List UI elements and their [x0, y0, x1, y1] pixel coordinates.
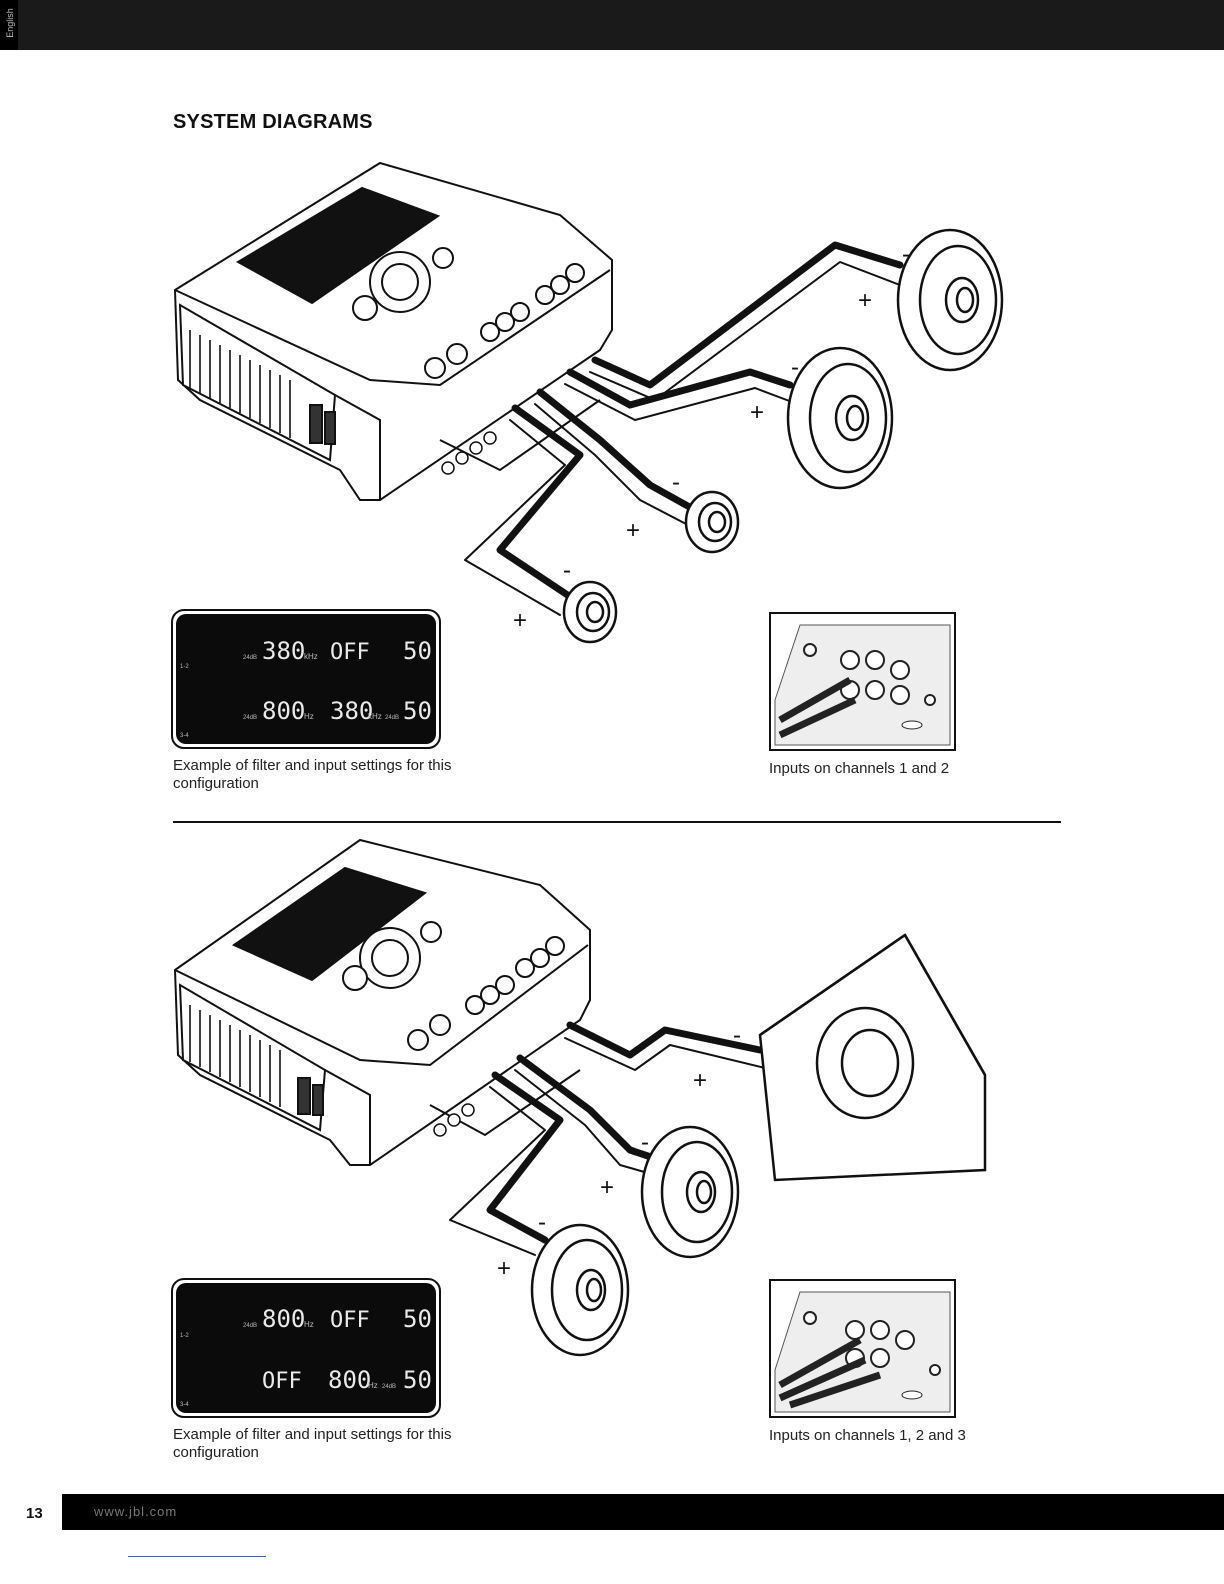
diagram-2-caption-right: Inputs on channels 1, 2 and 3 [769, 1427, 966, 1444]
section-title: SYSTEM DIAGRAMS [173, 111, 373, 133]
polarity-minus: - [672, 469, 680, 496]
diagram-2-illustration: + - + - + - 1-2 3-4 24dB 800 Hz OFF 50 O… [171, 838, 987, 1418]
lcd-value: OFF [330, 640, 370, 665]
lcd-unit: Hz [304, 1320, 314, 1329]
header-bar [0, 0, 1224, 50]
lcd-level: 50 [403, 697, 432, 725]
lcd-slope: 24dB [385, 715, 399, 721]
amplifier-illustration [173, 161, 613, 501]
polarity-plus: + [750, 399, 764, 426]
polarity-plus: + [600, 1174, 614, 1201]
diagram-2-caption-left: Example of filter and input settings for… [173, 1426, 452, 1461]
speaker-tweeter-right [684, 490, 740, 554]
speaker-tweeter-left [562, 580, 618, 644]
polarity-minus: - [733, 1022, 741, 1049]
polarity-plus: + [858, 287, 872, 314]
lcd-value: OFF [330, 1308, 370, 1333]
lcd-slope: 24dB [382, 1384, 396, 1390]
diagram-1-caption-right: Inputs on channels 1 and 2 [769, 760, 950, 777]
lcd-unit: Hz [304, 712, 314, 721]
lcd-level: 50 [403, 637, 432, 665]
polarity-minus: - [563, 557, 571, 584]
polarity-minus: - [791, 354, 799, 381]
lcd-value: 380 [262, 637, 305, 665]
footer-bar: www.jbl.com [62, 1494, 1224, 1530]
polarity-minus: - [641, 1129, 649, 1156]
lcd-slope: 24dB [243, 655, 257, 661]
speaker-woofer-left [786, 346, 894, 490]
speaker-woofer-left [530, 1223, 630, 1357]
website-url[interactable]: www.jbl.com [94, 1504, 178, 1519]
speaker-woofer-right [640, 1125, 740, 1259]
lcd-level: 50 [403, 1305, 432, 1333]
lcd-ch-label: 1-2 [180, 1333, 189, 1339]
lcd-unit: kHz [304, 652, 318, 661]
section-divider [173, 821, 1061, 823]
system-diagram-2: + - + - + - 1-2 3-4 24dB 800 Hz OFF 50 O… [0, 835, 1224, 1435]
lcd-unit: kHz [368, 712, 382, 721]
speaker-woofer-right [896, 228, 1004, 372]
lcd-ch-label: 3-4 [180, 733, 189, 739]
speaker-cables [449, 1021, 766, 1256]
lcd-ch-label: 3-4 [180, 1402, 189, 1408]
language-label: English [5, 8, 15, 38]
inputs-photo [769, 1279, 956, 1418]
system-diagram-1: + - + - + - + - 1-2 3-4 24dB 380 kHz OFF… [0, 150, 1224, 800]
lcd-value: 800 [262, 1305, 305, 1333]
lcd-slope: 24dB [243, 1323, 257, 1329]
amplifier-illustration [173, 838, 591, 1166]
polarity-plus: + [693, 1067, 707, 1094]
lcd-ch-label: 1-2 [180, 664, 189, 670]
lcd-value: 800 [328, 1366, 371, 1394]
polarity-minus: - [902, 241, 910, 268]
link-underline [128, 1556, 266, 1557]
speaker-cables [464, 241, 904, 616]
polarity-plus: + [513, 607, 527, 634]
inputs-photo [769, 612, 956, 751]
lcd-value: 380 [330, 697, 373, 725]
lcd-value: 800 [262, 697, 305, 725]
lcd-settings-panel: 1-2 3-4 24dB 800 Hz OFF 50 OFF 800 Hz 24… [171, 1278, 441, 1418]
lcd-settings-panel: 1-2 3-4 24dB 380 kHz OFF 50 24dB 800 Hz … [171, 609, 441, 749]
polarity-plus: + [626, 517, 640, 544]
polarity-plus: + [497, 1255, 511, 1282]
page-number: 13 [26, 1505, 43, 1522]
diagram-1-illustration: + - + - + - + - 1-2 3-4 24dB 380 kHz OFF… [171, 161, 1004, 751]
diagram-1-caption-left: Example of filter and input settings for… [173, 757, 452, 792]
lcd-unit: Hz [368, 1381, 378, 1390]
polarity-minus: - [538, 1209, 546, 1236]
lcd-slope: 24dB [243, 715, 257, 721]
lcd-level: 50 [403, 1366, 432, 1394]
subwoofer-enclosure [758, 933, 987, 1182]
lcd-value: OFF [262, 1369, 302, 1394]
language-tab: English [0, 0, 18, 50]
